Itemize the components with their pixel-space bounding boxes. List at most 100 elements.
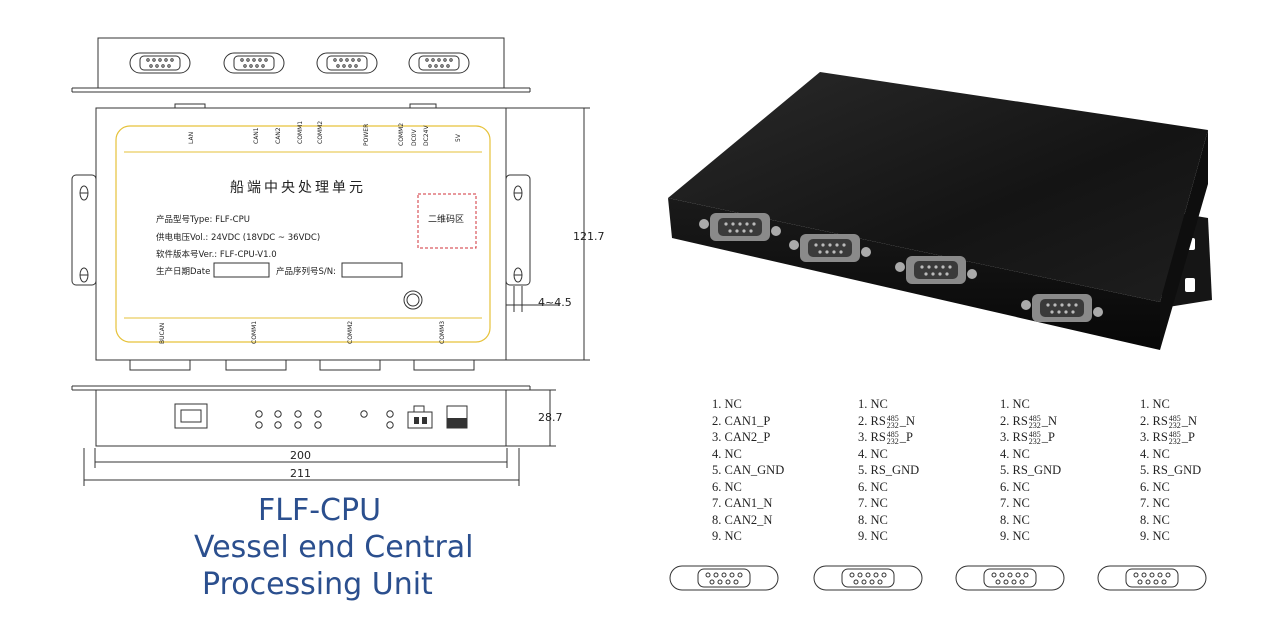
db9-pin-diagram <box>1097 565 1207 591</box>
db9-connector-top <box>223 52 285 74</box>
port-label-power: POWER <box>363 124 370 146</box>
photo-top-cover <box>668 72 1208 302</box>
port-label-comm2b: COMM2 <box>398 123 405 146</box>
pin-row: 7. NC <box>1140 496 1170 510</box>
port-label-can1: CAN1 <box>253 127 260 144</box>
pinout-can: 1. NC 2. CAN1_P 3. CAN2_P 4. NC 5. CAN_G… <box>712 396 784 545</box>
left-mounting-ear <box>71 174 97 286</box>
port-label-bottom-comm2: COMM2 <box>347 321 354 344</box>
qr-code-area <box>417 193 477 249</box>
date-field-box <box>213 262 270 278</box>
db9-pin-diagrams <box>669 565 1207 591</box>
pin-row: 3. CAN2_P <box>712 430 771 444</box>
pin-row: 7. NC <box>858 496 888 510</box>
db9-pin-diagram <box>669 565 779 591</box>
lan-port <box>174 403 208 429</box>
pin-row: 1. NC <box>712 397 742 411</box>
caption-line-2: Vessel end Central <box>194 530 474 565</box>
port-label-bottom-comm3: COMM3 <box>439 321 446 344</box>
pin-row: 6. NC <box>1140 479 1170 494</box>
dimension-height: 121.7 <box>573 230 605 243</box>
caption-model: FLF-CPU <box>258 493 382 528</box>
pin-row: 4. NC <box>1000 446 1030 461</box>
power-terminal <box>407 411 433 429</box>
front-view-body <box>95 389 507 447</box>
pin-row: 5. RS_GND <box>1140 463 1202 477</box>
serial-number-label: 产品序列号S/N: <box>276 266 336 277</box>
port-label-lan: LAN <box>188 132 195 144</box>
product-model: 产品型号Type: FLF-CPU <box>156 214 250 225</box>
pin-row: 6. NC <box>712 479 742 494</box>
pin-row: 1. NC <box>1140 397 1170 411</box>
photo-db9 <box>1021 294 1103 322</box>
pin-row: 9. NC <box>1140 529 1170 543</box>
panel-title: 船端中央处理单元 <box>230 180 366 196</box>
pin-row: 7. NC <box>1000 496 1030 510</box>
pin-row: 2. CAN1_P <box>712 413 771 428</box>
pin-row: 4. NC <box>712 446 742 461</box>
software-version: 软件版本号Ver.: FLF-CPU-V1.0 <box>156 249 277 260</box>
photo-db9 <box>895 256 977 284</box>
port-label-bucan: BUCAN <box>159 323 166 344</box>
photo-db9 <box>789 234 871 262</box>
top-connector-strip <box>97 37 505 89</box>
port-label-comm1: COMM1 <box>297 121 304 144</box>
photo-db9 <box>699 213 781 241</box>
pin-row: 5. RS_GND <box>858 463 920 477</box>
port-label-dc24v: DC24V <box>423 125 430 146</box>
port-label-5v: 5V <box>455 133 462 142</box>
pin-row: 1. NC <box>1000 397 1030 411</box>
port-label-can2: CAN2 <box>275 127 282 144</box>
dimension-ear: 4~4.5 <box>538 296 572 309</box>
serial-field-box <box>341 262 403 278</box>
port-label-comm2: COMM2 <box>317 121 324 144</box>
pin-row: 1. NC <box>858 397 888 411</box>
db9-connector-top <box>129 52 191 74</box>
pin-row: 8. NC <box>1140 512 1170 527</box>
pin-row: 5. CAN_GND <box>712 463 785 477</box>
technical-drawing: LAN CAN1 CAN2 COMM1 COMM2 POWER COMM2 DC… <box>71 37 605 486</box>
qr-code-label: 二维码区 <box>428 213 464 225</box>
pin-row: 6. NC <box>1000 479 1030 494</box>
supply-voltage: 供电电压Vol.: 24VDC (18VDC ~ 36VDC) <box>156 232 320 243</box>
pin-row: 8. NC <box>1000 512 1030 527</box>
pin-row: 7. CAN1_N <box>712 496 773 510</box>
pin-row: 9. NC <box>1000 529 1030 543</box>
db9-connector-top <box>408 52 470 74</box>
db9-pin-diagram <box>955 565 1065 591</box>
pin-row: 9. NC <box>858 529 888 543</box>
pin-row: 9. NC <box>712 529 742 543</box>
dimension-inner-width: 200 <box>290 449 311 462</box>
label-panel <box>115 125 491 343</box>
pin-row: 5. RS_GND <box>1000 463 1062 477</box>
db9-pin-diagram <box>813 565 923 591</box>
pin-row: 4. NC <box>1140 446 1170 461</box>
device-photo <box>668 72 1212 350</box>
photo-db9-connectors <box>699 213 1103 322</box>
pin-row: 4. NC <box>858 446 888 461</box>
pin-row: 8. NC <box>858 512 888 527</box>
product-caption: FLF-CPU Vessel end Central Processing Un… <box>150 492 490 603</box>
pin-row: 6. NC <box>858 479 888 494</box>
pin-row: 8. CAN2_N <box>712 512 773 527</box>
dimension-depth: 28.7 <box>538 411 563 424</box>
right-mounting-ear <box>505 174 531 286</box>
caption-line-3: Processing Unit <box>202 567 433 602</box>
port-label-bottom-comm1: COMM1 <box>251 321 258 344</box>
db9-connectors-top <box>129 52 470 74</box>
logo-circle <box>403 290 423 310</box>
